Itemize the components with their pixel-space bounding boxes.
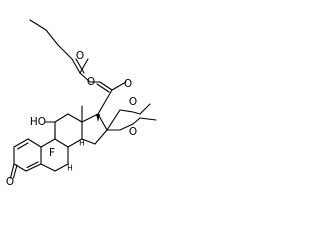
ketone-c20-oxygen-label: O — [124, 78, 132, 90]
acetal-oxygen-left-label: O — [129, 96, 137, 108]
acetal-oxygen-right-label: O — [129, 126, 137, 138]
bond-lines — [9, 19, 157, 179]
stereo-wedges — [96, 114, 100, 122]
h-c14-label: H — [67, 164, 73, 173]
atom-labels: O HO F O O O O O — [6, 50, 137, 188]
ester-link-oxygen-label: O — [87, 76, 95, 88]
hydrogen-labels: H H — [67, 139, 85, 173]
ester-carbonyl-oxygen-label: O — [76, 50, 84, 62]
h-c8-label: H — [79, 139, 85, 148]
hydroxyl-label: HO — [30, 116, 46, 128]
chemical-structure: O HO F O O O O O H H — [6, 19, 157, 188]
ketone-oxygen-label: O — [6, 176, 14, 188]
fluorine-label: F — [49, 147, 55, 159]
